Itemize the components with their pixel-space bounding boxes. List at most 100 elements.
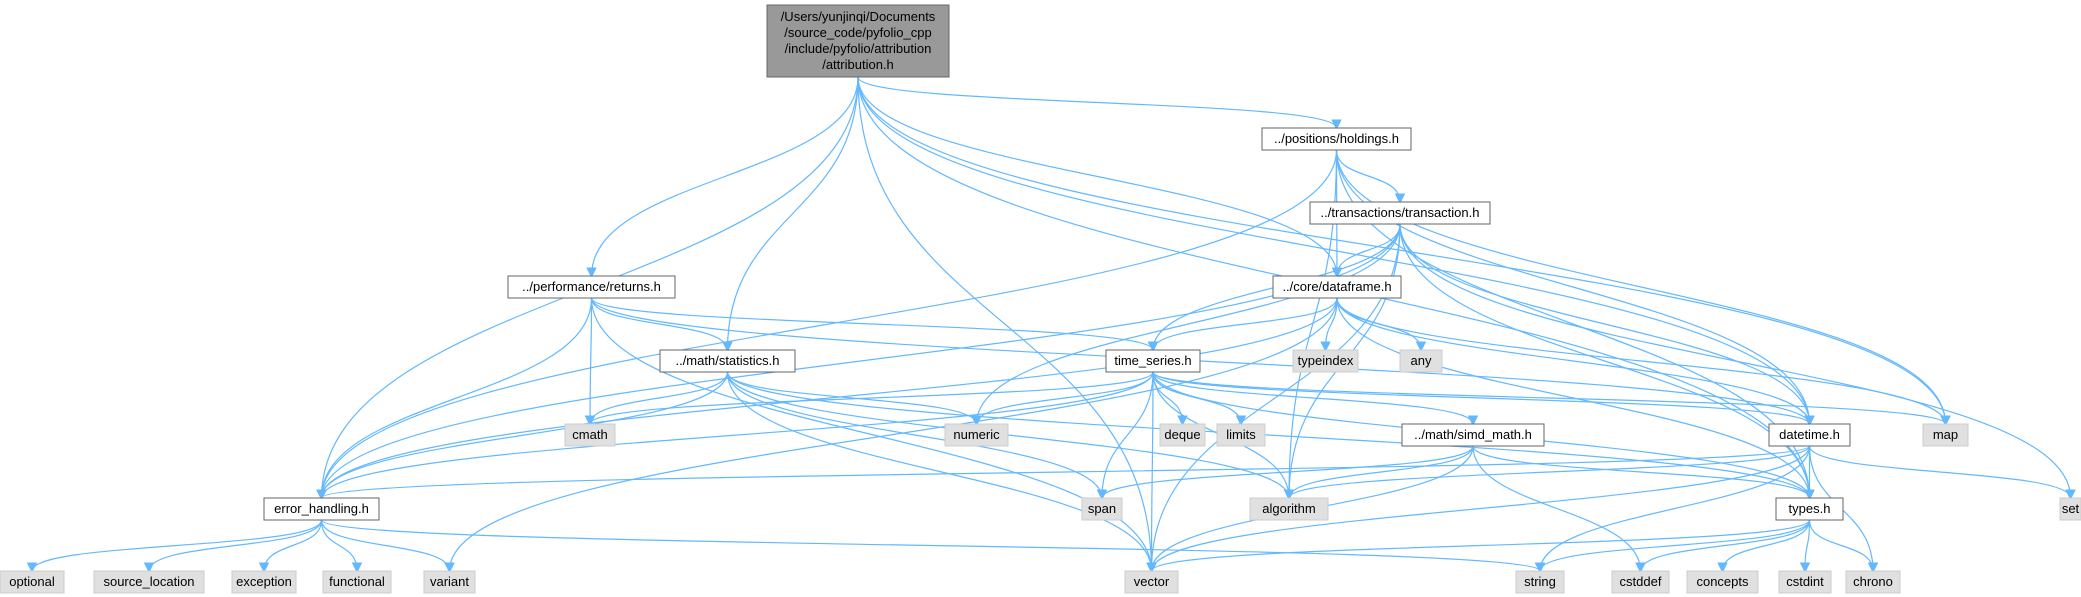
edge-types-to-string	[1540, 519, 1811, 571]
node-deque: deque	[1159, 423, 1206, 447]
node-label-root: /include/pyfolio/attribution	[785, 41, 932, 56]
edge-holdings-to-map	[1335, 149, 1946, 424]
edge-statistics-to-numeric	[726, 371, 977, 424]
edge-statistics-to-error_handling	[322, 371, 729, 498]
edge-time_series-to-limits	[1152, 371, 1241, 424]
node-box-transaction	[1309, 201, 1491, 225]
node-label-error-handling: error_handling.h	[274, 501, 369, 516]
node-box-cstdint	[1778, 570, 1832, 594]
edge-error_handling-to-variant	[320, 519, 450, 571]
node-types[interactable]: types.h	[1775, 497, 1844, 521]
edge-returns-to-vector	[590, 297, 1152, 571]
node-box-numeric	[944, 423, 1009, 447]
node-numeric: numeric	[944, 423, 1009, 447]
edge-dataframe-to-variant	[450, 297, 1338, 571]
node-box-exception	[231, 570, 297, 594]
edge-root-to-datetime	[857, 76, 1810, 424]
node-label-span: span	[1088, 501, 1116, 516]
node-box-chrono	[1845, 570, 1901, 594]
node-label-variant: variant	[430, 574, 469, 589]
node-box-root	[766, 4, 950, 78]
edge-types-to-cstddef	[1641, 519, 1811, 571]
edge-simd_math-to-span	[1102, 445, 1474, 498]
edge-returns-to-error_handling	[322, 297, 593, 498]
node-box-error-handling	[263, 497, 380, 521]
node-statistics[interactable]: ../math/statistics.h	[659, 349, 796, 373]
node-label-deque: deque	[1164, 427, 1200, 442]
node-label-any: any	[1411, 353, 1432, 368]
node-simd-math[interactable]: ../math/simd_math.h	[1401, 423, 1545, 447]
node-algorithm: algorithm	[1249, 497, 1329, 521]
node-root[interactable]: /Users/yunjinqi/Documents/source_code/py…	[766, 4, 950, 78]
node-box-set	[2059, 497, 2081, 521]
edge-returns-to-cmath	[590, 297, 592, 424]
node-label-map: map	[1933, 427, 1958, 442]
node-label-cstdint: cstdint	[1786, 574, 1824, 589]
node-typeindex: typeindex	[1292, 349, 1359, 373]
edge-time_series-to-error_handling	[322, 371, 1154, 498]
edge-dataframe-to-map	[1336, 297, 1946, 424]
node-error-handling[interactable]: error_handling.h	[263, 497, 380, 521]
edge-transaction-to-dataframe	[1337, 223, 1401, 276]
edge-simd_math-to-cstddef	[1472, 445, 1641, 571]
node-label-cmath: cmath	[572, 427, 607, 442]
node-box-types	[1775, 497, 1844, 521]
edge-time_series-to-cmath	[590, 371, 1154, 424]
edges-layer	[32, 76, 2071, 571]
edge-dataframe-to-error_handling	[322, 297, 1338, 498]
node-label-transaction: ../transactions/transaction.h	[1321, 205, 1480, 220]
node-holdings[interactable]: ../positions/holdings.h	[1261, 127, 1412, 151]
edge-time_series-to-numeric	[977, 371, 1154, 424]
edge-time_series-to-simd_math	[1152, 371, 1473, 424]
node-label-exception: exception	[236, 574, 292, 589]
edge-time_series-to-map	[1152, 371, 1946, 424]
node-label-types: types.h	[1789, 501, 1831, 516]
edge-datetime-to-vector	[1152, 445, 1811, 571]
node-set: set	[2059, 497, 2081, 521]
edge-types-to-vector	[1152, 519, 1811, 571]
node-label-simd-math: ../math/simd_math.h	[1414, 427, 1532, 442]
node-label-returns: ../performance/returns.h	[522, 279, 661, 294]
edge-datetime-to-error_handling	[322, 445, 1811, 498]
node-time-series[interactable]: time_series.h	[1105, 349, 1201, 373]
nodes-layer: /Users/yunjinqi/Documents/source_code/py…	[0, 4, 2081, 594]
node-optional: optional	[0, 570, 65, 594]
node-label-set: set	[2062, 501, 2080, 516]
node-label-datetime: datetime.h	[1779, 427, 1840, 442]
node-span: span	[1081, 497, 1123, 521]
node-source-location: source_location	[93, 570, 205, 594]
node-label-typeindex: typeindex	[1298, 353, 1354, 368]
node-returns[interactable]: ../performance/returns.h	[507, 275, 676, 299]
node-exception: exception	[231, 570, 297, 594]
node-variant: variant	[423, 570, 476, 594]
edge-datetime-to-string	[1540, 445, 1811, 571]
node-box-time-series	[1105, 349, 1201, 373]
node-box-span	[1081, 497, 1123, 521]
node-box-returns	[507, 275, 676, 299]
node-box-limits	[1216, 423, 1266, 447]
edge-error_handling-to-exception	[264, 519, 323, 571]
node-box-functional	[322, 570, 392, 594]
node-label-holdings: ../positions/holdings.h	[1274, 131, 1399, 146]
node-transaction[interactable]: ../transactions/transaction.h	[1309, 201, 1491, 225]
node-box-holdings	[1261, 127, 1412, 151]
node-box-source-location	[93, 570, 205, 594]
edge-root-to-vector	[857, 76, 1152, 571]
edge-simd_math-to-types	[1472, 445, 1810, 498]
node-chrono: chrono	[1845, 570, 1901, 594]
edge-types-to-chrono	[1808, 519, 1874, 571]
edge-transaction-to-types	[1399, 223, 1810, 498]
node-vector: vector	[1124, 570, 1179, 594]
edge-transaction-to-numeric	[977, 223, 1401, 424]
node-label-algorithm: algorithm	[1262, 501, 1315, 516]
node-dataframe[interactable]: ../core/dataframe.h	[1272, 275, 1402, 299]
node-label-cstddef: cstddef	[1620, 574, 1662, 589]
node-box-deque	[1159, 423, 1206, 447]
node-any: any	[1399, 349, 1443, 373]
edge-returns-to-time_series	[590, 297, 1154, 350]
edge-root-to-statistics	[728, 76, 859, 350]
node-box-variant	[423, 570, 476, 594]
node-datetime[interactable]: datetime.h	[1768, 423, 1851, 447]
edge-time_series-to-vector	[1152, 371, 1154, 571]
